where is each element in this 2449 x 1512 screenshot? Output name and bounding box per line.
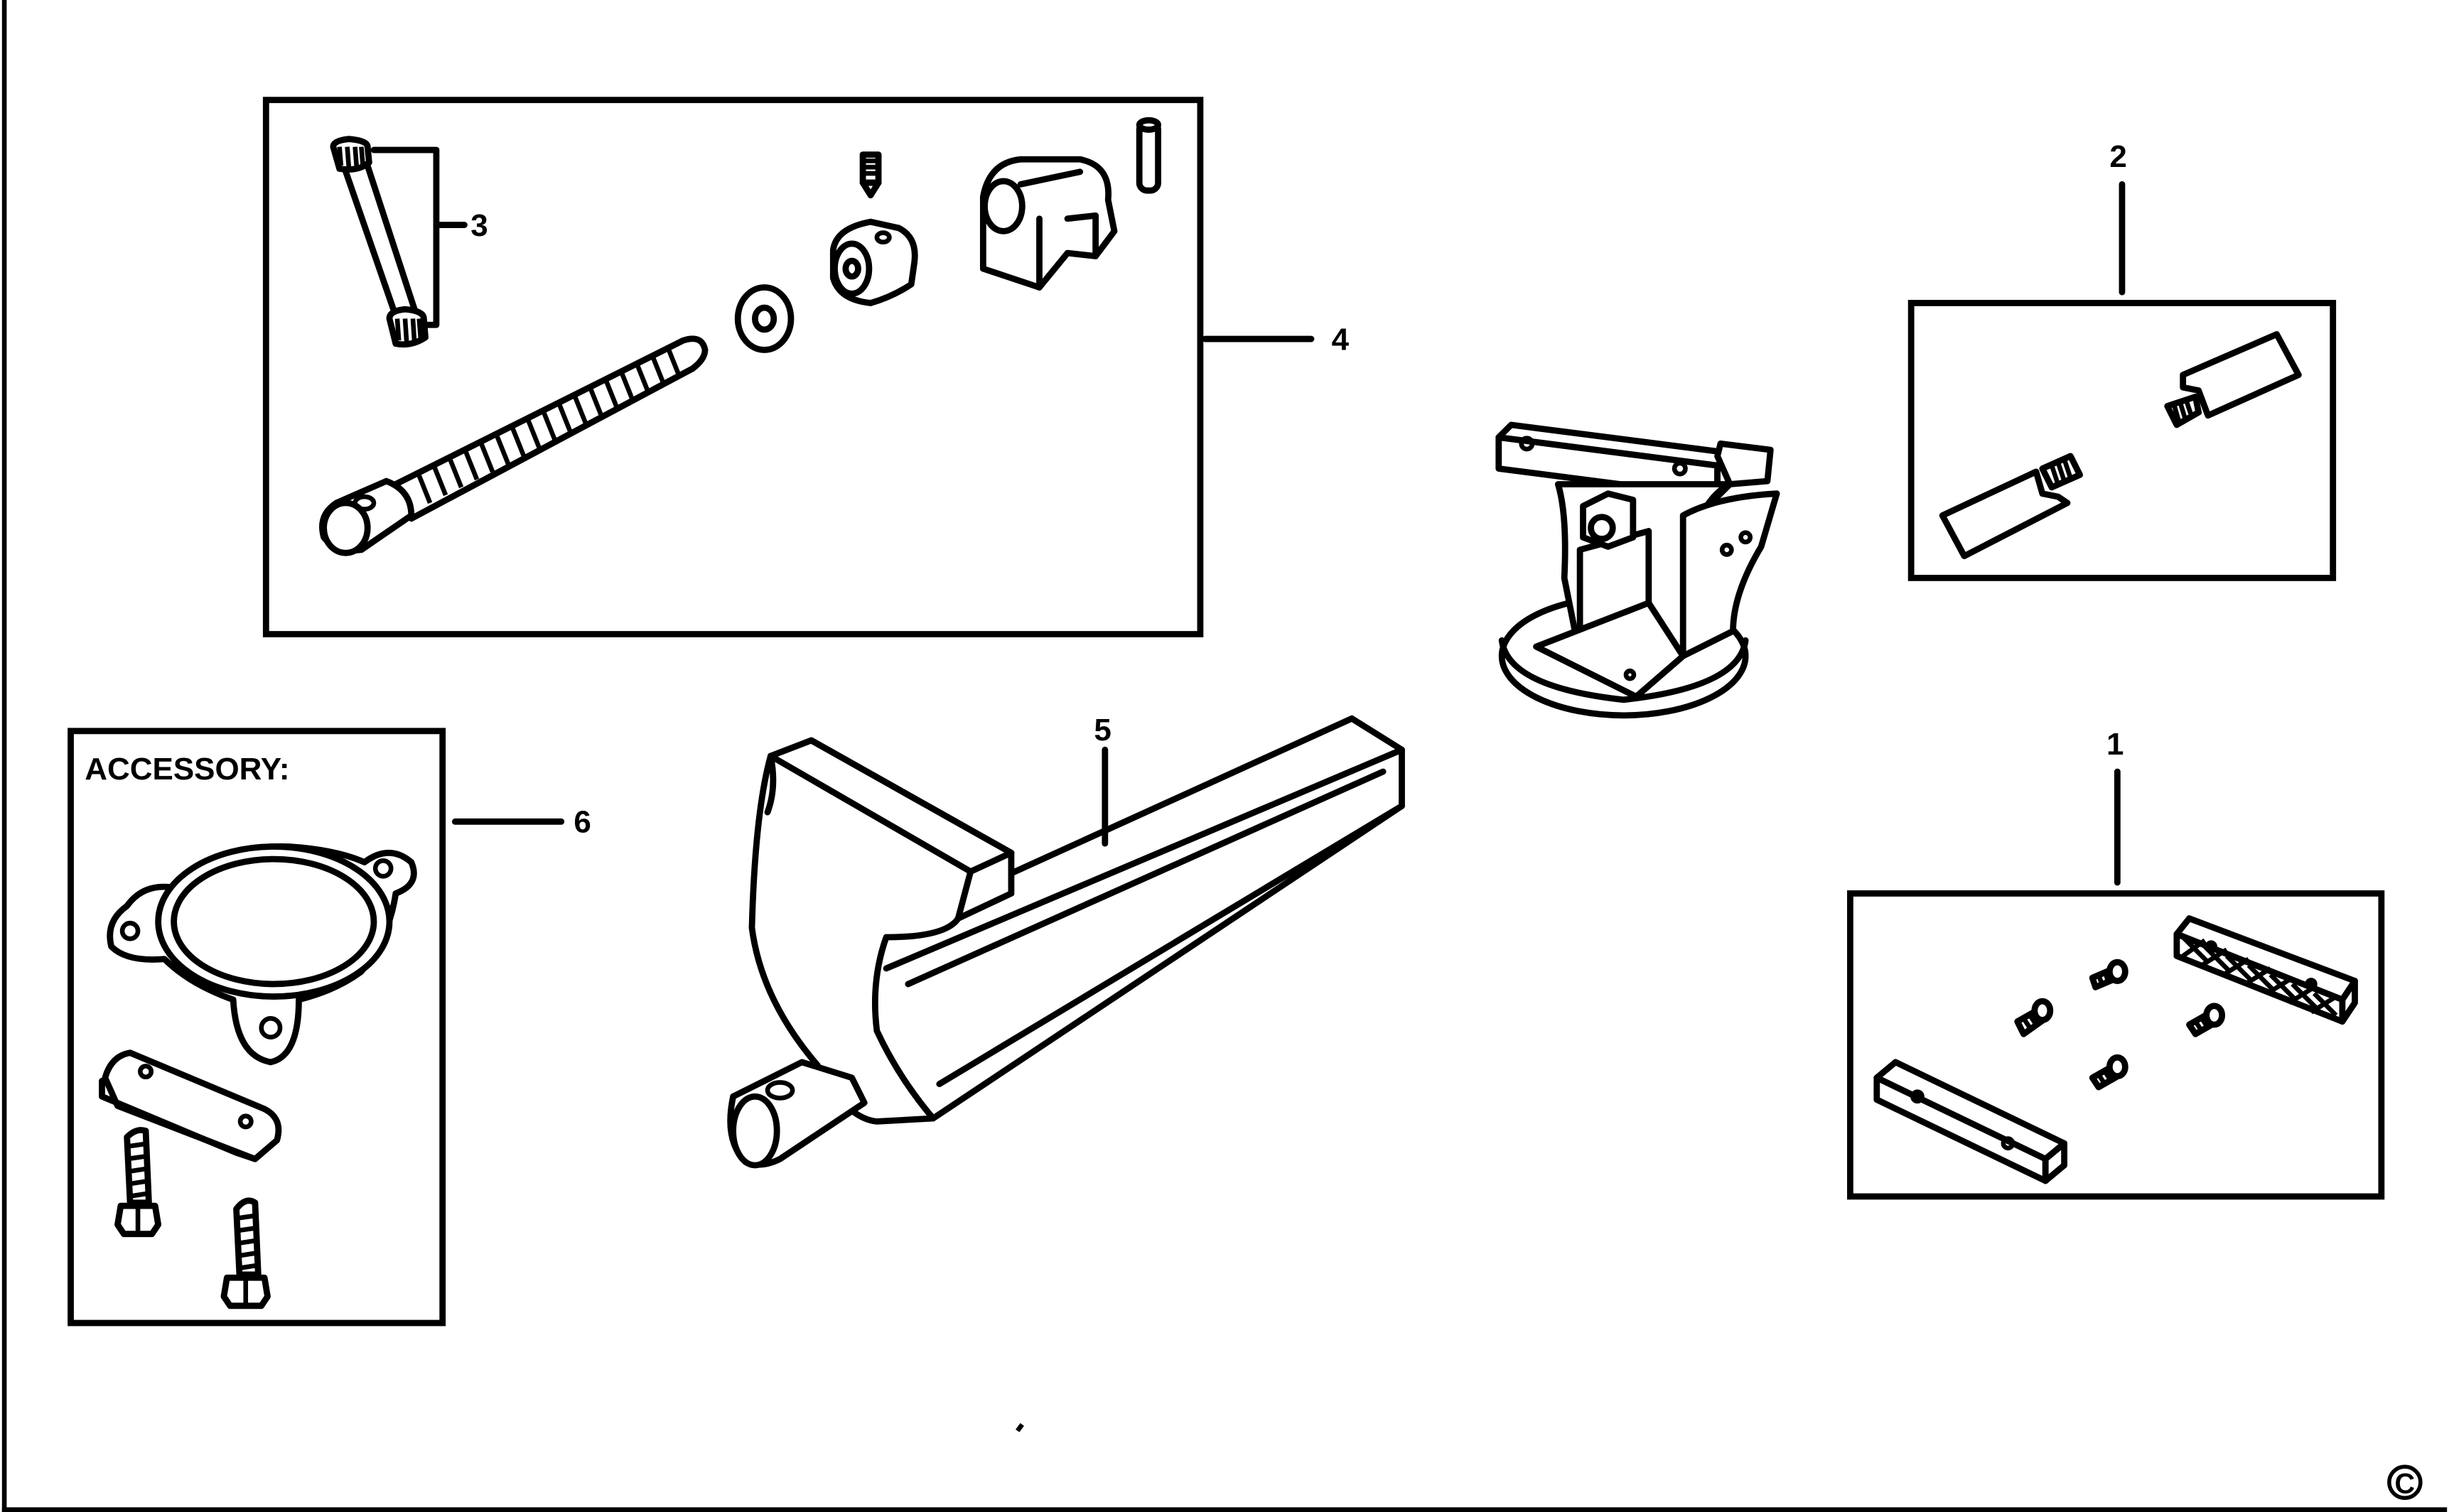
part-group-4[interactable]: 3 (262, 97, 1204, 637)
copyright-letter: C (2395, 1469, 2416, 1500)
callout-2-label: 2 (2109, 139, 2126, 174)
bolt-part-1 (114, 1127, 162, 1238)
washer-part (734, 284, 795, 353)
jaw-screw-part-1 (2014, 998, 2054, 1037)
part-group-1[interactable] (1847, 890, 2385, 1200)
sliding-jaw-part[interactable] (727, 715, 1405, 1169)
main-screw-part (319, 335, 709, 556)
dowel-pin-part (1136, 117, 1161, 194)
callout-1-label: 1 (2106, 727, 2124, 762)
part-group-2[interactable] (1907, 300, 2337, 581)
vise-body-part[interactable] (1495, 421, 1780, 719)
callout-5-label: 5 (1094, 713, 1111, 747)
callout-4-label: 4 (1332, 322, 1350, 357)
part-group-4-box (262, 97, 1204, 637)
part-group-1-box (1847, 890, 2385, 1200)
plain-jaw-plate-part (1873, 1059, 2068, 1184)
part-group-6-accessory[interactable]: ACCESSORY: (68, 728, 446, 1327)
grub-screw-part (859, 151, 882, 199)
callout-3-bracket (370, 146, 440, 328)
clamp-plate-part (99, 1049, 282, 1162)
jaw-plate-part-upper (2164, 331, 2302, 428)
handle-bar-part (330, 136, 429, 348)
jaw-plate-part-lower (1939, 453, 2083, 560)
callout-6-label: 6 (574, 805, 591, 840)
part-group-2-box (1907, 300, 2337, 581)
bolt-part-2 (220, 1197, 271, 1310)
callout-3-label: 3 (470, 208, 488, 243)
copyright-symbol: C (2387, 1464, 2423, 1500)
jaw-screw-part-4 (2186, 1003, 2226, 1037)
knurled-jaw-plate-part (2173, 915, 2358, 1025)
accessory-heading: ACCESSORY: (85, 752, 289, 787)
anvil-block-part (979, 156, 1118, 291)
stray-mark (1016, 1422, 1024, 1432)
jaw-screw-part-3 (2089, 1054, 2128, 1091)
part-group-6-box (68, 728, 446, 1327)
nut-block-part (829, 218, 918, 306)
jaw-screw-part-2 (2089, 958, 2128, 990)
swivel-base-plate-part (107, 843, 417, 1066)
